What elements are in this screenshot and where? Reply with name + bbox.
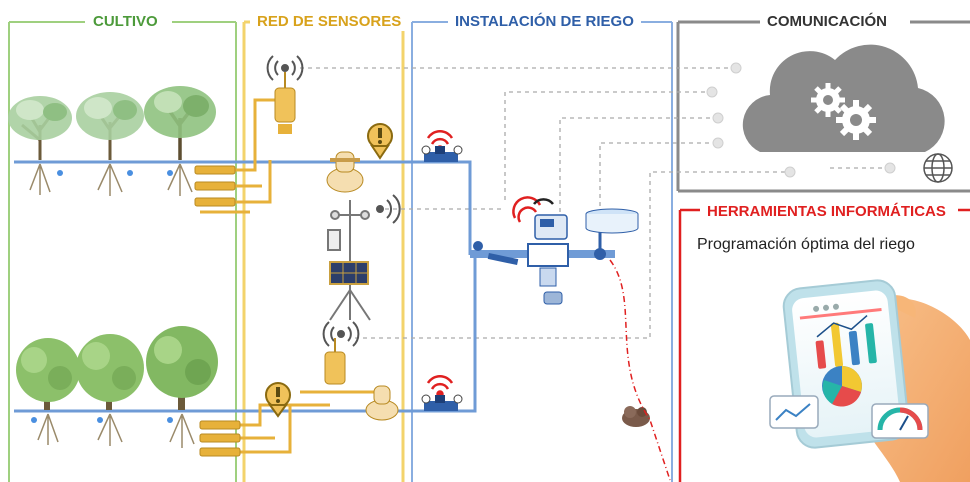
bar-chart-icon: [815, 314, 877, 369]
solar-panel-icon: [329, 261, 369, 285]
pump-icon: [470, 241, 615, 305]
tree-icon: [76, 334, 144, 410]
gear-icon: [836, 100, 876, 140]
line-chart-card: [769, 395, 819, 429]
sensor-node-mid: [326, 151, 364, 193]
soil-icon: [622, 406, 650, 427]
pie-chart-icon: [822, 366, 862, 407]
weather-station-icon: [327, 200, 371, 321]
section-title-cultivo: CULTIVO: [86, 13, 165, 31]
wifi-icon: [266, 55, 304, 81]
crop-row-top: [8, 86, 216, 196]
feedback-link: [609, 259, 671, 481]
gear-icon: [811, 83, 845, 117]
section-title-instalacion-riego: INSTALACIÓN DE RIEGO: [448, 13, 641, 31]
section-frame-cultivo: [8, 21, 237, 482]
sensor-node-bottom: [365, 385, 399, 421]
controller-icon: [512, 196, 568, 240]
irrigation-pipes: [14, 160, 477, 413]
tree-icon: [8, 96, 72, 160]
roots: [37, 413, 195, 448]
globe-icon: [923, 153, 953, 183]
crop-row-bottom: [16, 326, 218, 448]
gauge-icon: [871, 403, 929, 439]
sensor-probe-icon: [194, 165, 241, 457]
tree-icon: [146, 326, 218, 410]
section-title-comunicacion: COMUNICACIÓN: [760, 13, 894, 31]
wifi-icon: [322, 321, 360, 347]
valve-icon: [421, 145, 463, 162]
section-frame-comunicacion: [676, 20, 970, 193]
valve-icon: [421, 394, 463, 411]
section-title-red-sensores: RED DE SENSORES: [250, 13, 409, 31]
link-nodes: [706, 62, 896, 178]
roots: [29, 163, 193, 196]
sensor-node-low: [324, 338, 346, 385]
warning-icon: [367, 123, 393, 160]
wifi-icon: [426, 374, 454, 398]
section-frame-instalacion-riego: [411, 21, 673, 482]
water-tank-icon: [585, 208, 639, 250]
herramientas-caption: Programación óptima del riego: [697, 236, 915, 253]
data-links: [300, 67, 890, 339]
section-frame-herramientas: [678, 208, 970, 482]
tree-icon: [76, 92, 144, 160]
warning-icon: [265, 382, 291, 418]
sensor-node-top: [274, 72, 296, 134]
tree-icon: [144, 86, 216, 160]
section-frame-red-sensores: [242, 20, 405, 482]
water-drops: [57, 170, 173, 176]
section-title-herramientas: HERRAMIENTAS INFORMÁTICAS: [700, 203, 953, 221]
water-drops: [31, 417, 173, 423]
wifi-icon: [376, 194, 401, 224]
tree-icon: [16, 338, 80, 410]
